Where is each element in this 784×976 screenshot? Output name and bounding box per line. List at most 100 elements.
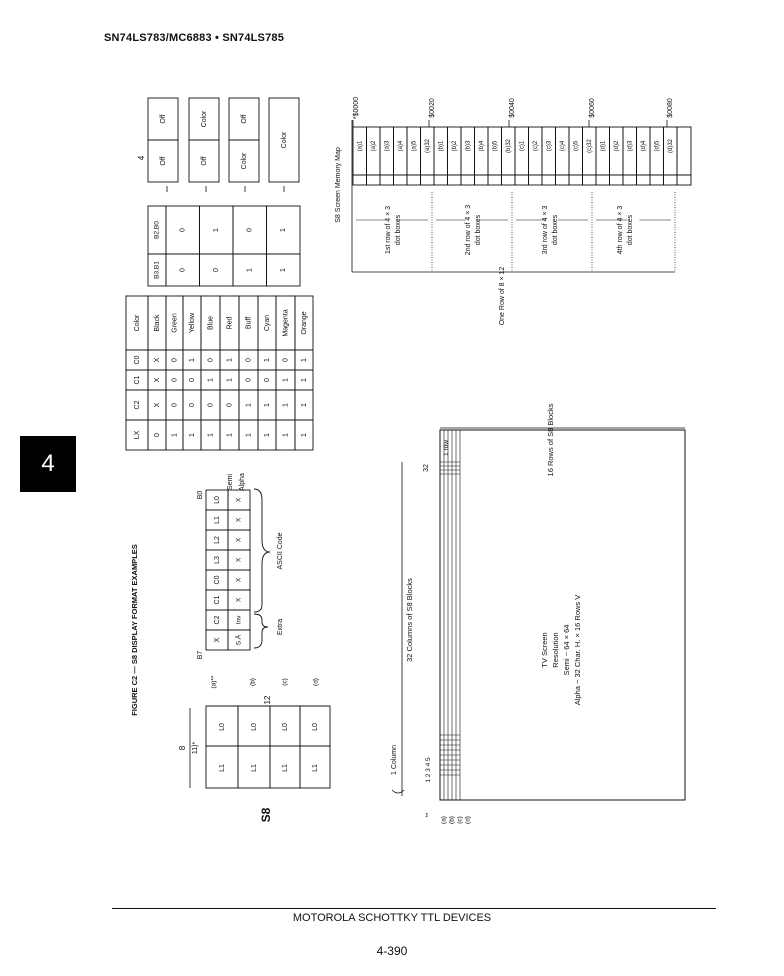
s8-row-label: (c) — [282, 678, 289, 686]
byte-bit: C1 — [214, 595, 221, 604]
memory-cell-label: (c)32 — [587, 139, 593, 153]
extra-label: Extra — [277, 619, 284, 635]
memory-cell-bit — [487, 174, 502, 186]
color-table-value: 0 — [154, 433, 161, 437]
bit-table-value: 1 — [247, 268, 254, 272]
color-table-value: 0 — [171, 403, 178, 407]
color-table-header-text: Color — [134, 314, 141, 331]
color-table-value: 0 — [226, 403, 233, 407]
memory-cell-bit — [636, 174, 651, 186]
memory-cell-label: (c)1 — [519, 140, 525, 151]
memory-cell-label: (a)5 — [411, 140, 417, 151]
rows-label: 16 Rows of S8 Blocks — [546, 403, 555, 476]
color-table-value: 0 — [245, 378, 252, 382]
color-table-value: 1 — [301, 403, 308, 407]
alpha-label: Alpha — [239, 473, 246, 491]
memory-cell-label: (a)1 — [357, 140, 363, 151]
byte-bit: X — [236, 597, 243, 602]
one-column-label: 1 Column — [391, 745, 398, 775]
memory-address: $0020 — [429, 98, 436, 118]
bit-table-cell — [266, 205, 301, 255]
memory-cell-bit — [420, 174, 435, 186]
color-table-value: X — [154, 357, 161, 362]
s8-row-label: (a)** — [211, 675, 218, 688]
byte-bit: Inv — [236, 615, 243, 624]
s8-cell-value: L1 — [282, 764, 289, 772]
display-table-header: 4 — [137, 155, 146, 160]
s8-cell-value: L0 — [282, 723, 289, 731]
memory-cell-bit — [528, 174, 543, 186]
byte-bit: L3 — [214, 556, 221, 564]
byte-bit: X — [236, 557, 243, 562]
display-cell — [228, 139, 260, 183]
color-table-value: 1 — [207, 433, 214, 437]
tv-title: TV Screen — [540, 632, 549, 667]
memory-cell-bit — [595, 174, 610, 186]
memory-cell-bit — [514, 174, 529, 186]
memory-row-label: 3rd row of 4 × 3 — [542, 205, 549, 254]
memory-cell-bit — [447, 174, 462, 186]
s8-row-label: (b) — [250, 678, 257, 686]
memory-cell-label: (b)3 — [465, 140, 471, 151]
memory-cell-bit — [568, 174, 583, 186]
display-value: Off — [160, 156, 167, 165]
bit-table-value: 0 — [180, 268, 187, 272]
memory-cell-label: (d)3 — [627, 140, 633, 151]
bit-table-value: 0 — [213, 268, 220, 272]
display-value: Off — [160, 114, 167, 123]
color-table-cell — [294, 295, 314, 351]
memory-cell — [676, 126, 692, 176]
memory-cell-bit — [622, 174, 637, 186]
semi-label: Semi — [227, 474, 234, 490]
figure-title: FIGURE C2 — S8 DISPLAY FORMAT EXAMPLES — [130, 544, 139, 716]
byte-bit: X — [236, 517, 243, 522]
s8-cell-value: L0 — [219, 723, 226, 731]
color-table-value: 0 — [207, 358, 214, 362]
one-row-label: 1 row — [443, 440, 450, 456]
memory-cell-label: (d)32 — [668, 138, 674, 153]
color-table-value: Green — [171, 313, 178, 333]
memory-cell-bit — [663, 174, 678, 186]
s8-cell — [299, 745, 331, 789]
display-value: Color — [241, 152, 248, 169]
color-table-header-text: C2 — [134, 400, 141, 409]
memory-cell-bit — [649, 174, 664, 186]
bit-table-value: 1 — [213, 228, 220, 232]
tv-row-letter: (b) — [449, 816, 456, 824]
memory-address: $0040 — [509, 98, 516, 118]
memory-row-label: dot boxes — [475, 214, 482, 245]
memory-cell-label: (a)32 — [425, 138, 431, 153]
color-table-value: 0 — [245, 358, 252, 362]
memory-cell-label: (c)5 — [573, 140, 579, 151]
memory-cell-label: (d)2 — [614, 140, 620, 151]
color-table-value: Red — [226, 316, 233, 329]
color-table-value: 1 — [301, 358, 308, 362]
display-value: Color — [281, 131, 288, 148]
memory-map-title: S8 Screen Memory Map — [335, 147, 342, 223]
display-cell — [188, 139, 220, 183]
color-table-value: Blue — [207, 316, 214, 330]
memory-cell-label: (c)3 — [546, 140, 552, 151]
byte-bit: S.Ā — [235, 634, 243, 645]
display-value: Off — [241, 114, 248, 123]
s8-row-label: (d) — [313, 678, 320, 686]
byte-bit: L2 — [214, 536, 221, 544]
color-table-value: X — [154, 377, 161, 382]
color-table-header-text: LX — [134, 430, 141, 439]
memory-map: S8 Screen Memory Map (a)1(a)2(a)3(a)4(a)… — [335, 97, 692, 326]
memory-row-label: 1st row of 4 × 3 — [385, 206, 392, 254]
memory-cell-label: (a)4 — [398, 140, 404, 151]
color-table-value: 0 — [264, 378, 271, 382]
color-table-value: 1 — [245, 433, 252, 437]
color-table-value: 1 — [245, 403, 252, 407]
bit-table-header-text: B2,B0 — [154, 221, 161, 239]
memory-cell-label: (b)32 — [506, 138, 512, 153]
color-table-value: Buff — [245, 317, 252, 329]
display-value: Off — [201, 156, 208, 165]
one-row-label-a: One Row of 8 × 12 — [499, 267, 506, 326]
color-table-header-text: C0 — [134, 355, 141, 364]
